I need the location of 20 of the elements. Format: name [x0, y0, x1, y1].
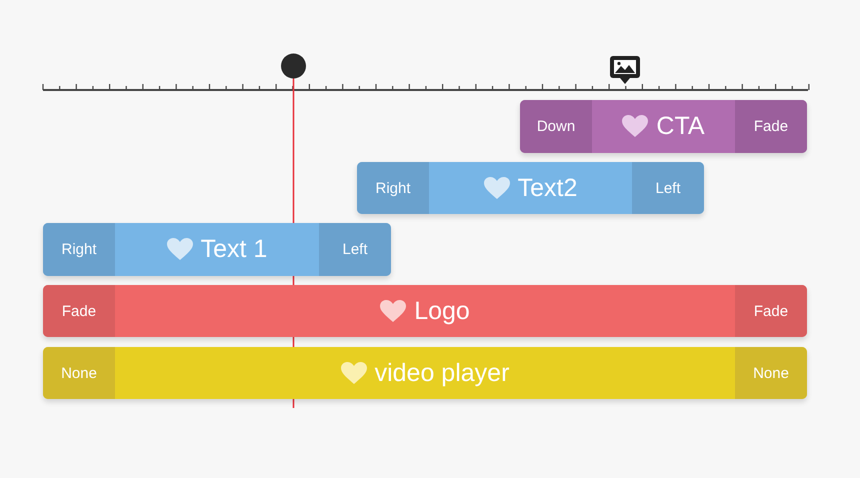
transition-label: Down	[520, 100, 592, 153]
transition-label: Right	[43, 223, 115, 276]
transition-label: None	[43, 347, 115, 399]
transition-label: Left	[632, 162, 704, 214]
track-bar	[43, 347, 807, 399]
transition-label: None	[735, 347, 807, 399]
track-title: Logo	[414, 296, 470, 326]
track-title: Text 1	[200, 235, 268, 264]
track-bar	[43, 285, 807, 337]
track-bar	[520, 100, 807, 153]
track-title: video player	[374, 358, 510, 388]
track-title: CTA	[656, 112, 705, 141]
transition-label: Fade	[43, 285, 115, 337]
transition-label: Left	[319, 223, 391, 276]
track-bar	[357, 162, 704, 214]
transition-label: Fade	[735, 100, 807, 153]
transition-label: Fade	[735, 285, 807, 337]
track-title: Text2	[518, 174, 578, 202]
track-bar	[43, 223, 391, 276]
transition-label: Right	[357, 162, 429, 214]
